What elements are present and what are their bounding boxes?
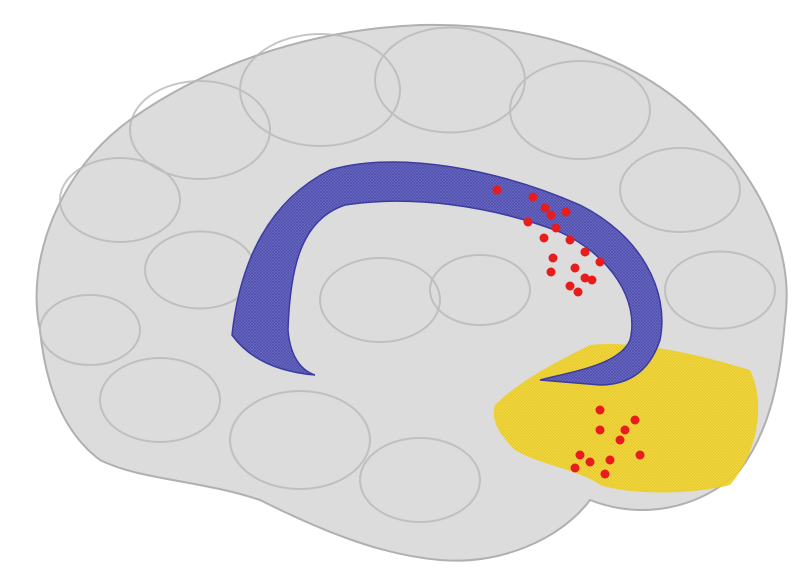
marker-dot [605,455,615,465]
gyrus-contour [359,437,481,523]
marker-dot [551,223,561,233]
marker-dot [635,450,645,460]
marker-dot [523,217,533,227]
marker-dot [492,185,502,195]
gyrus-contour [129,80,271,180]
marker-dot [595,405,605,415]
marker-dot [580,247,590,257]
marker-dot [561,207,571,217]
gyrus-contour [664,250,776,330]
marker-dot [528,192,538,202]
marker-dot [539,233,549,243]
marker-dot [540,203,550,213]
marker-dot [565,281,575,291]
gyrus-contour [239,33,401,147]
gyrus-contour [99,357,221,443]
marker-dot [546,267,556,277]
marker-dot [548,253,558,263]
gyrus-contour [229,390,371,490]
marker-dot [575,450,585,460]
marker-dot [573,287,583,297]
marker-dot [620,425,630,435]
marker-dot [595,257,605,267]
marker-dot [565,235,575,245]
marker-dot [587,275,597,285]
gyrus-contour [509,60,651,160]
gyrus-contour [59,157,181,243]
marker-dot [595,425,605,435]
marker-dot [570,263,580,273]
marker-dot [546,210,556,220]
marker-dot [615,435,625,445]
marker-dot [630,415,640,425]
marker-dot [585,457,595,467]
marker-dot [570,463,580,473]
marker-dot [580,273,590,283]
gyri-shading [39,26,776,523]
marker-dot [600,469,610,479]
marker-dots [492,185,645,479]
gyrus-contour [319,257,441,343]
gyrus-contour [39,294,141,366]
gyrus-contour [619,147,741,233]
gyrus-contour [429,254,531,326]
